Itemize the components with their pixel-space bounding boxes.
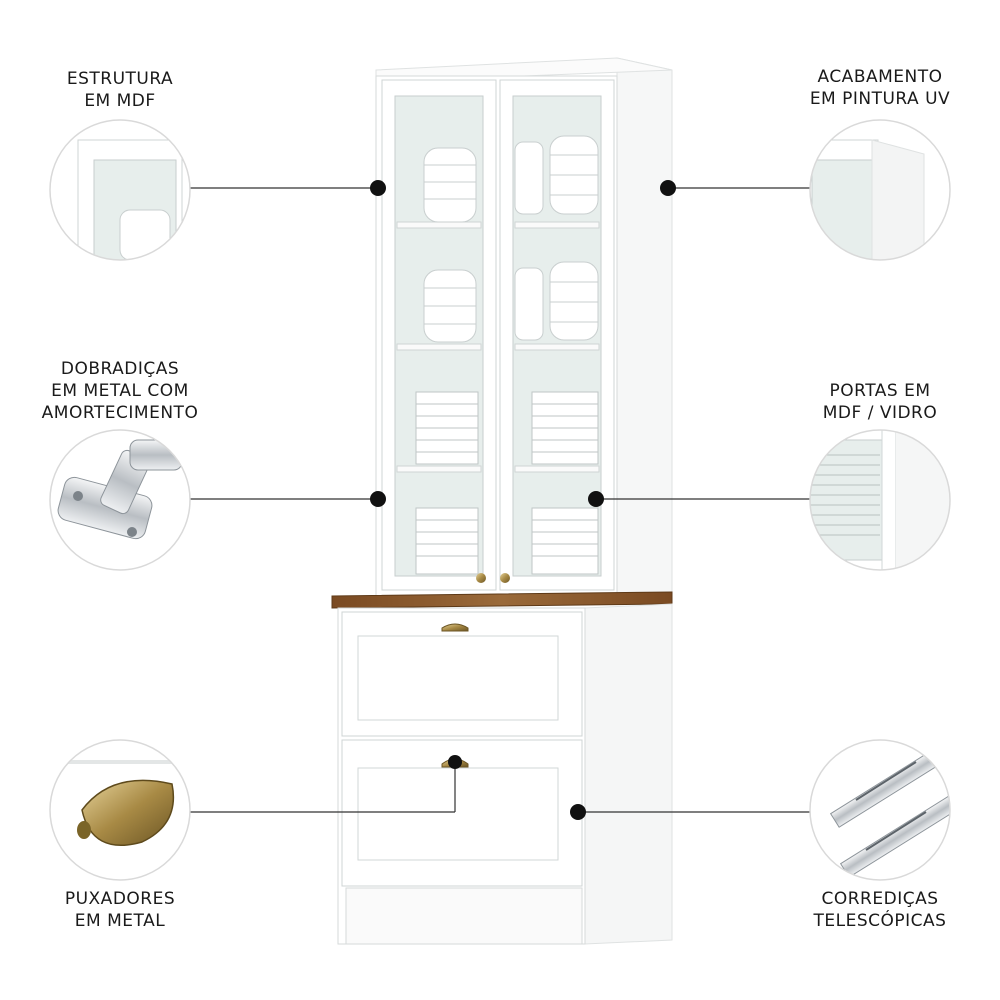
- callout-dots: [370, 180, 676, 820]
- detail-circle-estrutura: [49, 119, 191, 261]
- door-knob: [476, 573, 486, 583]
- cup-handle-icon: [441, 623, 469, 632]
- detail-circle-portas: [809, 429, 951, 571]
- detail-circle-corredicas: [809, 739, 951, 881]
- door-knob: [500, 573, 510, 583]
- drawer-top: [341, 611, 583, 737]
- callout-lines: [190, 187, 810, 813]
- plinth: [345, 887, 583, 945]
- drawer-slide-icon: [829, 744, 950, 878]
- plate-stacks: [415, 391, 599, 575]
- cup-handle-icon: [81, 779, 175, 846]
- cabinet: [331, 57, 673, 945]
- lower-side-panel: [584, 603, 673, 945]
- upper-side-panel: [616, 57, 673, 597]
- detail-circle-acabamento: [809, 119, 951, 261]
- detail-circle-puxadores: [49, 739, 191, 881]
- shelves: [396, 221, 600, 473]
- bowl-stacks: [423, 135, 599, 343]
- detail-circle-dobradicas: [49, 429, 191, 571]
- drawer-bottom: [341, 739, 583, 887]
